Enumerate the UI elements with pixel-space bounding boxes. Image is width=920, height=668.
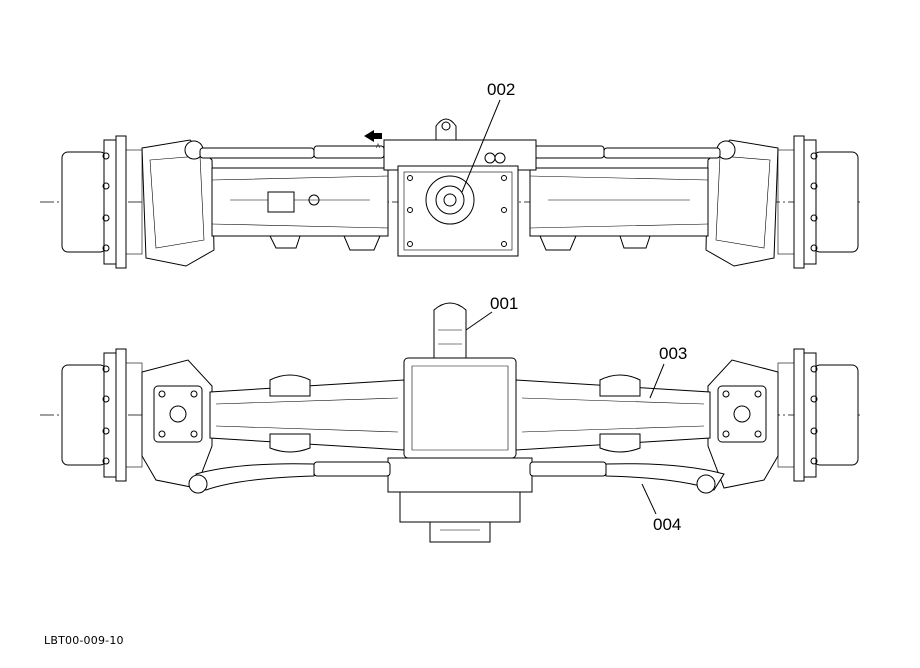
callout-004: 004 — [653, 515, 681, 534]
callouts: 002 001 003 004 — [461, 80, 687, 534]
left-wheel-hub-bottom — [61, 348, 143, 482]
callout-002: 002 — [487, 80, 515, 99]
callout-003: 003 — [659, 344, 687, 363]
callout-001: 001 — [490, 294, 518, 313]
document-code: LBT00-009-10 — [44, 634, 124, 647]
right-wheel-hub-bottom — [777, 348, 859, 482]
axle-bottom-view — [40, 302, 860, 543]
right-wheel-hub-top — [777, 135, 859, 269]
marker-arrow: A — [364, 130, 382, 150]
marker-arrow-label: A — [376, 144, 380, 150]
axle-top-view: A — [40, 118, 860, 269]
left-wheel-hub-top — [61, 135, 143, 269]
